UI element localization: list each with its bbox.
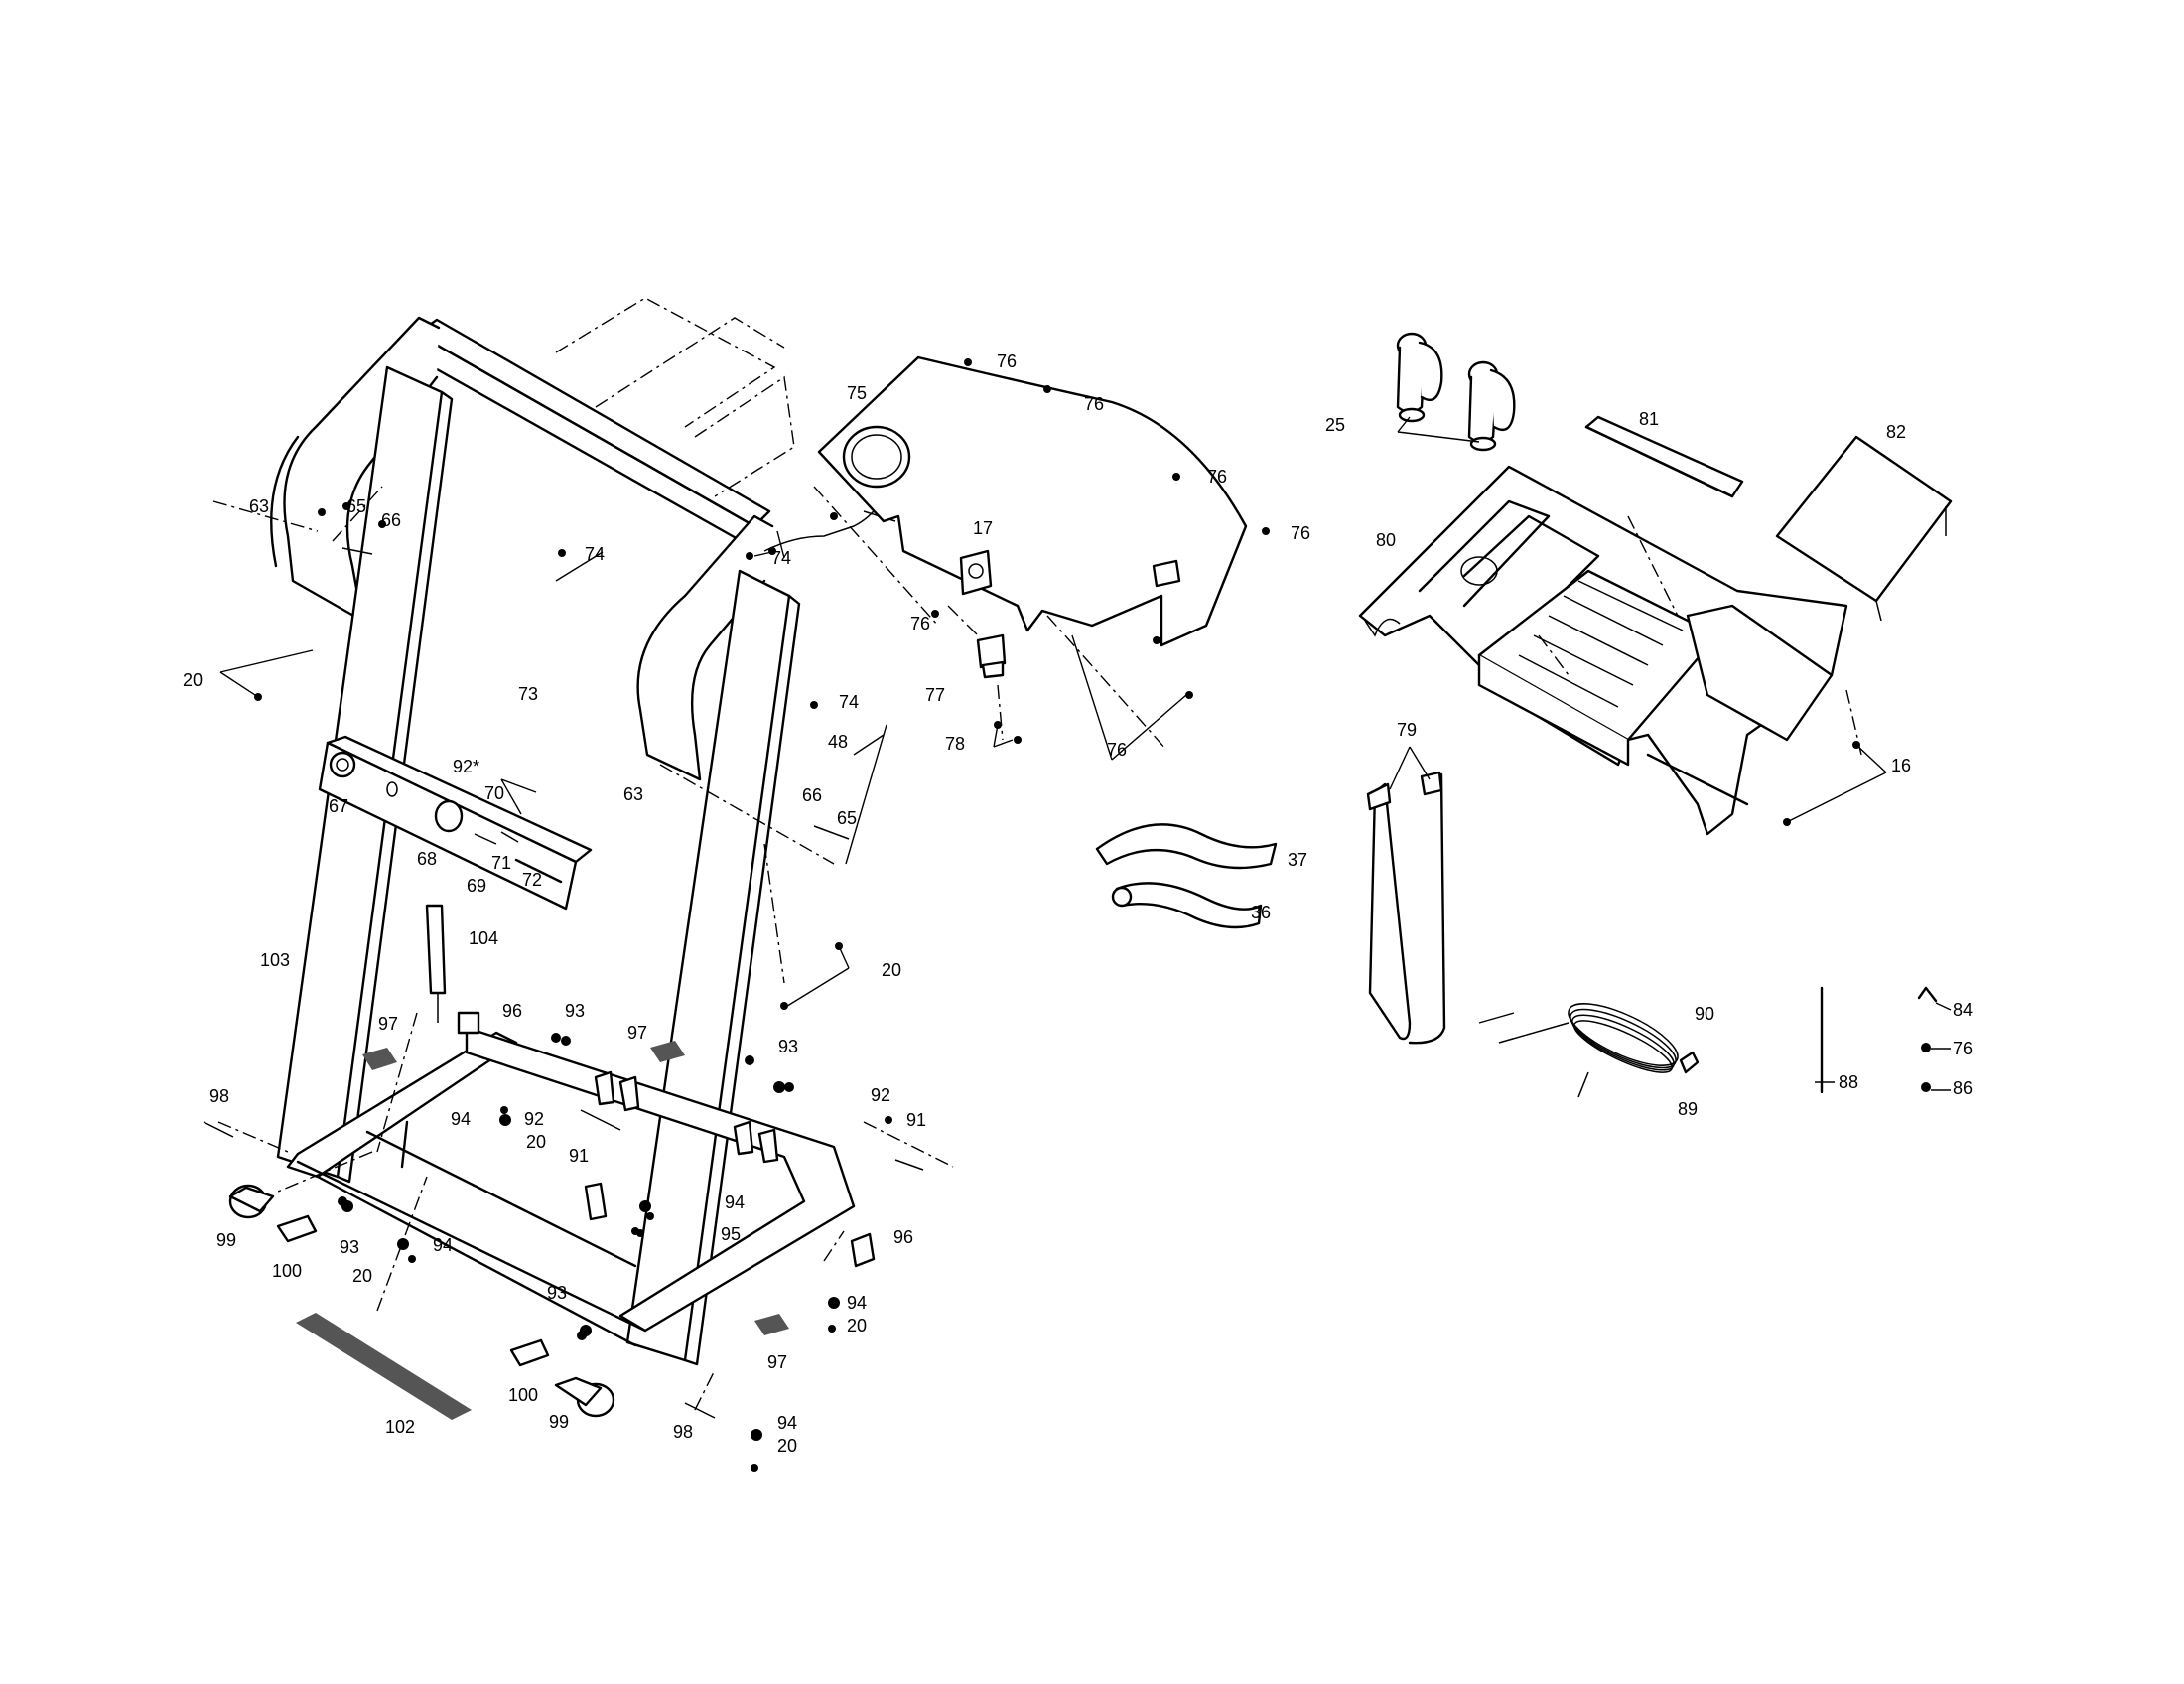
hand-grips	[1396, 332, 1516, 452]
label-76-f: 76	[1107, 740, 1127, 760]
label-96-a: 96	[502, 1001, 522, 1021]
label-63-right: 63	[623, 784, 643, 804]
label-102: 102	[385, 1417, 415, 1437]
label-98-a: 98	[209, 1086, 229, 1106]
label-25: 25	[1325, 415, 1345, 435]
label-17: 17	[973, 518, 993, 538]
label-76-a: 76	[997, 351, 1017, 371]
label-76-g: 76	[1953, 1039, 1973, 1058]
label-75: 75	[847, 383, 867, 403]
label-69: 69	[467, 876, 486, 896]
label-98-b: 98	[673, 1422, 693, 1442]
label-20-c: 20	[526, 1132, 546, 1152]
label-68: 68	[417, 849, 437, 869]
label-93-c: 93	[340, 1237, 359, 1257]
label-78: 78	[945, 734, 965, 754]
label-65-right: 65	[837, 808, 857, 828]
label-72: 72	[522, 870, 542, 890]
hardware-fasteners	[203, 502, 924, 1472]
label-36: 36	[1251, 903, 1271, 922]
label-94-d: 94	[847, 1293, 867, 1313]
label-92-b: 92	[871, 1085, 890, 1105]
label-16: 16	[1891, 756, 1911, 775]
chest-belt-parts	[1095, 823, 1278, 929]
label-99-b: 99	[549, 1412, 569, 1432]
label-84: 84	[1953, 1000, 1973, 1020]
label-74-c: 74	[839, 692, 859, 712]
label-65-left: 65	[346, 496, 366, 516]
upright-frame-assembly	[228, 297, 904, 1420]
label-95: 95	[721, 1224, 741, 1244]
label-76-c: 76	[1207, 467, 1227, 487]
label-74-b: 74	[771, 548, 791, 568]
label-86: 86	[1953, 1078, 1973, 1098]
explode-lines-center	[813, 358, 1270, 751]
label-94-c: 94	[433, 1235, 453, 1255]
label-20-a: 20	[183, 670, 203, 690]
leader-lines	[219, 416, 1952, 1091]
part-labels: 63 65 66 20 74 74 74 73 48 92* 70 67 68 …	[183, 351, 1973, 1456]
label-48: 48	[828, 732, 848, 752]
label-96-b: 96	[893, 1227, 913, 1247]
label-20-f: 20	[777, 1436, 797, 1456]
label-92-a: 92	[524, 1109, 544, 1129]
label-104: 104	[469, 928, 498, 948]
label-93-b: 93	[778, 1037, 798, 1056]
label-97-c: 97	[767, 1352, 787, 1372]
label-20-b: 20	[882, 960, 901, 980]
label-81: 81	[1639, 409, 1659, 429]
console-assembly	[1358, 332, 1953, 836]
label-100-b: 100	[508, 1385, 538, 1405]
label-91-b: 91	[906, 1110, 926, 1130]
explode-lines-left	[212, 486, 954, 1411]
hood-panel-assembly	[817, 355, 1248, 679]
label-94-b: 94	[725, 1193, 745, 1212]
label-37: 37	[1288, 850, 1307, 870]
label-67: 67	[329, 796, 348, 816]
label-76-b: 76	[1084, 394, 1104, 414]
label-20-d: 20	[352, 1266, 372, 1286]
label-71: 71	[491, 853, 511, 873]
label-103: 103	[260, 950, 290, 970]
strap-part	[1366, 771, 1446, 1045]
label-76-d: 76	[1291, 523, 1310, 543]
label-94-e: 94	[777, 1413, 797, 1433]
label-82: 82	[1886, 422, 1906, 442]
label-66-left: 66	[381, 510, 401, 530]
label-63-left: 63	[249, 496, 269, 516]
label-91-a: 91	[569, 1146, 589, 1166]
label-97-b: 97	[627, 1023, 647, 1043]
label-92-star: 92*	[453, 757, 479, 776]
label-77: 77	[925, 685, 945, 705]
label-66-right: 66	[802, 785, 822, 805]
label-79: 79	[1397, 720, 1417, 740]
label-70: 70	[484, 783, 504, 803]
label-74-a: 74	[585, 544, 605, 564]
label-90: 90	[1695, 1004, 1714, 1024]
label-73: 73	[518, 684, 538, 704]
cable-coil	[1498, 986, 1938, 1098]
label-94-a: 94	[451, 1109, 471, 1129]
label-20-e: 20	[847, 1316, 867, 1335]
label-89: 89	[1678, 1099, 1698, 1119]
label-76-e: 76	[910, 614, 930, 633]
label-88: 88	[1839, 1072, 1858, 1092]
label-97-a: 97	[378, 1014, 398, 1034]
label-80: 80	[1376, 530, 1396, 550]
label-100-a: 100	[272, 1261, 302, 1281]
label-99-a: 99	[216, 1230, 236, 1250]
label-93-d: 93	[547, 1283, 567, 1303]
label-93-a: 93	[565, 1001, 585, 1021]
